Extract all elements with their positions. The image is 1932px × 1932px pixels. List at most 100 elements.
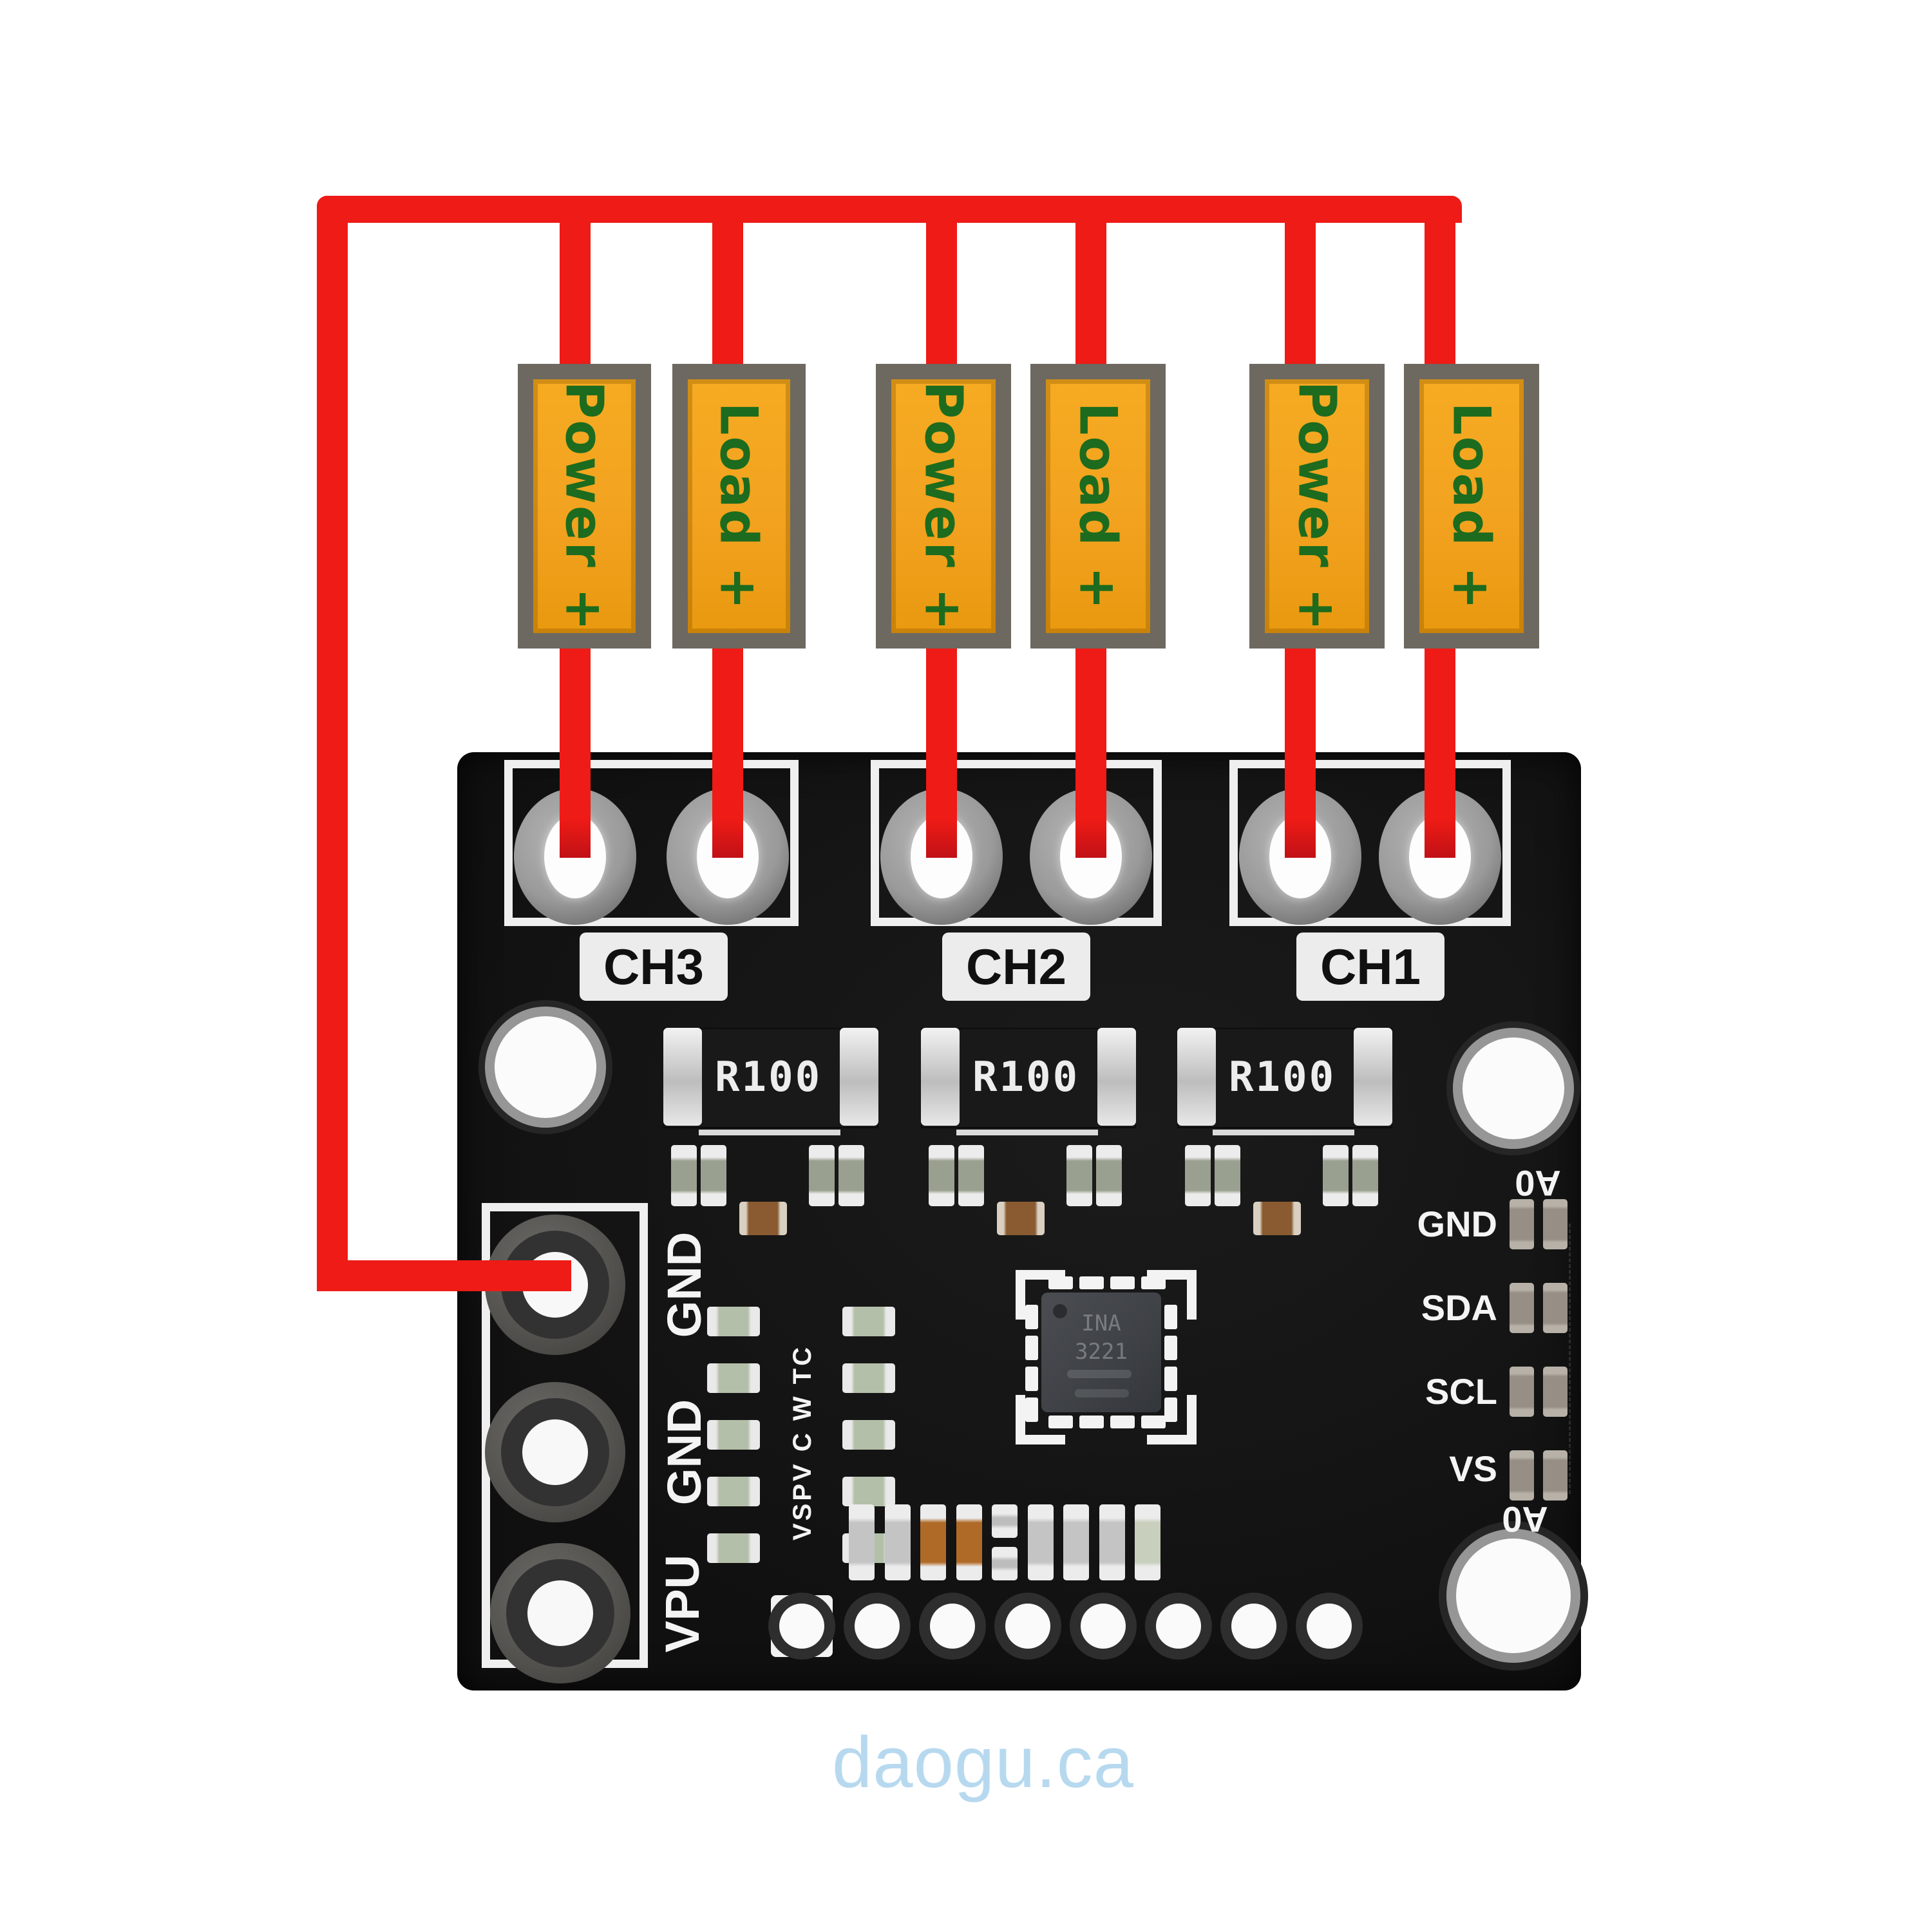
wire-stub-bottom-1: [560, 644, 591, 858]
sda-jumper-pad: [1510, 1283, 1534, 1333]
smd-capacitor: [809, 1145, 835, 1206]
shunt-resistor-ch1: R100: [1177, 1028, 1392, 1128]
smd-capacitor: [671, 1145, 697, 1206]
ic-pad: [1141, 1276, 1166, 1289]
smd-capacitor: [1185, 1145, 1211, 1206]
connector-label: Load +: [709, 401, 770, 611]
gnd-jumper-pad: [1510, 1199, 1534, 1249]
smd-capacitor: [958, 1145, 984, 1206]
ic-pad: [1110, 1416, 1135, 1428]
ic-pad: [1048, 1276, 1073, 1289]
ic-pad: [1164, 1397, 1177, 1422]
vs-label: VS: [1449, 1448, 1497, 1489]
shunt-resistor-ch2: R100: [921, 1028, 1136, 1128]
shunt-cap: [1097, 1028, 1136, 1126]
ic-marking-line1: INA: [1081, 1311, 1121, 1336]
a0-label-top: A0: [1515, 1163, 1561, 1204]
smd-part: [707, 1477, 760, 1506]
smd-part: [707, 1533, 760, 1563]
smd-resistor-brown: [1253, 1202, 1301, 1235]
wire-stub-top-5: [1285, 215, 1316, 364]
ch1-label: CH1: [1296, 933, 1444, 1001]
ic-pad: [1164, 1367, 1177, 1391]
breakout-hole-7-core: [1231, 1604, 1276, 1649]
vs-jumper-pad: [1543, 1450, 1567, 1501]
wire-stub-top-4: [1075, 215, 1106, 364]
smd-capacitor: [929, 1145, 954, 1206]
left-silkscreen-label: VSPV C W TC: [788, 1344, 817, 1541]
connector-label: Power +: [1287, 380, 1347, 632]
wire-gnd-drop: [317, 196, 348, 1291]
ic-corner-bracket: [1016, 1395, 1065, 1444]
smd-part: [707, 1307, 760, 1336]
smd-part: [1099, 1504, 1125, 1580]
ic-pad: [1079, 1276, 1104, 1289]
shunt-resistor-ch3: R100: [663, 1028, 878, 1128]
breakout-hole-5-core: [1081, 1604, 1126, 1649]
breakout-hole-2-core: [855, 1604, 900, 1649]
trace-line: [1569, 1224, 1572, 1494]
ic-pad: [1110, 1276, 1135, 1289]
smd-part: [842, 1420, 895, 1450]
shunt-value: R100: [972, 1054, 1080, 1101]
smd-part: [842, 1307, 895, 1336]
wire-stub-bottom-3: [926, 644, 957, 858]
smd-resistor-brown: [739, 1202, 787, 1235]
vpu-pin-label: VPU: [656, 1554, 709, 1653]
smd-capacitor: [1066, 1145, 1092, 1206]
ic-pad: [1025, 1305, 1038, 1329]
smd-part-orange: [920, 1504, 946, 1580]
ic-pad: [1025, 1367, 1038, 1391]
connector-ch3-power: Power +: [518, 364, 651, 649]
ch3-label: CH3: [580, 933, 728, 1001]
vpu-pin-hole-core: [527, 1580, 593, 1646]
smd-part-green: [1135, 1504, 1160, 1580]
smd-capacitor: [1096, 1145, 1122, 1206]
wire-stub-top-1: [560, 215, 591, 364]
shunt-cap: [1354, 1028, 1392, 1126]
wire-stub-bottom-2: [712, 644, 743, 858]
smd-part-small: [992, 1547, 1018, 1580]
shunt-cap: [840, 1028, 878, 1126]
ic-marking-line2: 3221: [1075, 1339, 1128, 1365]
wire-stub-top-6: [1425, 215, 1455, 364]
ic-pad: [1164, 1305, 1177, 1329]
ic-pad: [1025, 1397, 1038, 1422]
scl-jumper-pad: [1543, 1367, 1567, 1417]
ch2-label: CH2: [942, 933, 1090, 1001]
ic-pad: [1048, 1416, 1073, 1428]
connector-ch1-power: Power +: [1249, 364, 1385, 649]
gnd-pin-hole-2-core: [522, 1419, 588, 1485]
silkscreen-line: [956, 1130, 1098, 1135]
breakout-hole-1-core: [779, 1604, 824, 1649]
smd-capacitor: [1215, 1145, 1240, 1206]
smd-part: [842, 1363, 895, 1393]
connector-label: Load +: [1441, 401, 1502, 611]
smd-capacitor: [701, 1145, 726, 1206]
smd-resistor-brown: [997, 1202, 1045, 1235]
shunt-cap: [921, 1028, 960, 1126]
connector-ch2-power: Power +: [876, 364, 1011, 649]
ic-pad: [1141, 1416, 1166, 1428]
shunt-cap: [663, 1028, 702, 1126]
gnd-label: GND: [1417, 1204, 1497, 1244]
sda-label: SDA: [1421, 1287, 1497, 1328]
wire-stub-bottom-5: [1285, 644, 1316, 858]
breakout-hole-8-core: [1307, 1604, 1352, 1649]
silkscreen-line: [699, 1130, 840, 1135]
ic-pin1-dot: [1053, 1304, 1067, 1318]
ic-pad: [1079, 1416, 1104, 1428]
smd-part-orange: [956, 1504, 982, 1580]
smd-part: [707, 1420, 760, 1450]
connector-label: Power +: [913, 380, 974, 632]
smd-capacitor: [1323, 1145, 1349, 1206]
mounting-hole-core: [1456, 1539, 1571, 1653]
smd-part: [1028, 1504, 1054, 1580]
sda-jumper-pad: [1543, 1283, 1567, 1333]
scl-label: SCL: [1425, 1371, 1497, 1412]
connector-label: Power +: [554, 380, 614, 632]
ic-corner-bracket: [1147, 1395, 1197, 1444]
connector-ch2-load: Load +: [1030, 364, 1166, 649]
wire-gnd-horizontal: [317, 1260, 571, 1291]
wire-stub-bottom-6: [1425, 644, 1455, 858]
